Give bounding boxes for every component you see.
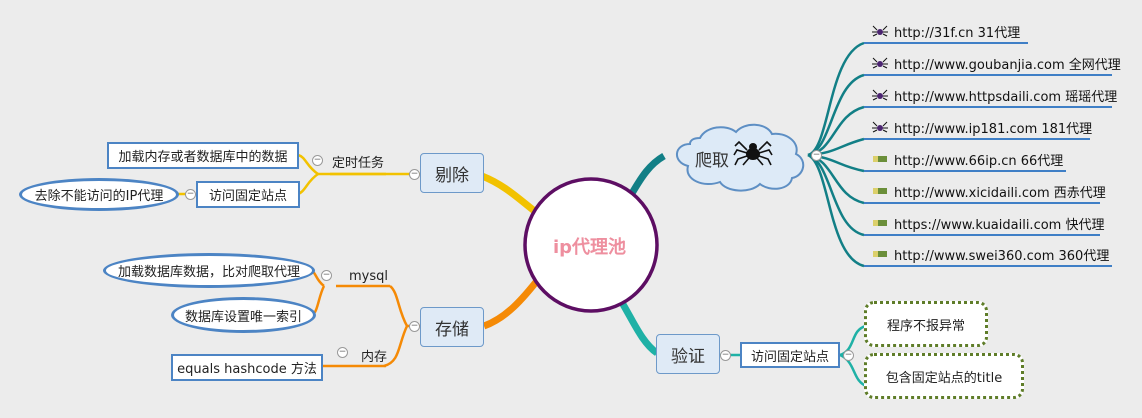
branch-remove-node[interactable]: 剔除 [420,153,484,193]
collapse-remove-icon[interactable]: − [409,169,420,180]
branch-store-connector [482,274,543,330]
branch-verify-label: 验证 [671,346,705,367]
flag-icon [873,156,887,162]
crawl-site-1[interactable]: http://31f.cn 31代理 [872,22,1020,41]
remove-sub2-child[interactable]: 去除不能访问的IP代理 [19,178,179,211]
remove-sub1-child[interactable]: 加载内存或者数据库中的数据 [107,142,299,169]
branch-store-node[interactable]: 存储 [420,307,484,347]
collapse-store-sub2-icon[interactable]: − [337,347,348,358]
collapse-verify-icon[interactable]: − [720,350,731,361]
collapse-store-icon[interactable]: − [409,321,420,332]
crawl-site-5[interactable]: http://www.66ip.cn 66代理 [872,150,1063,169]
verify-child-2[interactable]: 包含固定站点的title [864,353,1024,399]
remove-sub2-node[interactable]: 访问固定站点 [196,181,300,208]
spider-icon [872,57,888,69]
verify-sub-node[interactable]: 访问固定站点 [740,342,840,368]
crawl-site-3[interactable]: http://www.httpsdaili.com 瑶瑶代理 [872,86,1117,105]
spider-icon [733,140,773,166]
branch-verify-connector [615,294,660,356]
remove-sub1-label[interactable]: 定时任务 [332,156,385,171]
collapse-remove-sub1-icon[interactable]: − [312,155,323,166]
branch-remove-connector [480,172,540,216]
crawl-site-4[interactable]: http://www.ip181.com 181代理 [872,118,1092,137]
store-sub1-child-1[interactable]: 加载数据库数据，比对爬取代理 [103,253,315,288]
collapse-store-sub1-icon[interactable]: − [321,270,332,281]
branch-verify-node[interactable]: 验证 [656,334,720,374]
branch-remove-label: 剔除 [435,165,469,186]
branch-store-label: 存储 [435,319,469,340]
store-sub1-child-2[interactable]: 数据库设置唯一索引 [171,297,316,333]
flag-icon [873,188,887,194]
collapse-remove-sub2-icon[interactable]: − [185,189,196,200]
collapse-crawl-icon[interactable]: − [811,150,822,161]
crawl-site-2[interactable]: http://www.goubanjia.com 全网代理 [872,54,1121,73]
branch-crawl-connector [627,152,666,197]
spider-icon [872,25,888,37]
store-sub1-label[interactable]: mysql [349,269,388,284]
center-node-label[interactable]: ip代理池 [553,237,627,258]
collapse-verify-sub-icon[interactable]: − [843,350,854,361]
flag-icon [873,220,887,226]
store-sub2-child[interactable]: equals hashcode 方法 [171,354,323,381]
spider-icon [872,89,888,101]
crawl-site-7[interactable]: https://www.kuaidaili.com 快代理 [872,214,1104,233]
spider-icon [872,121,888,133]
verify-child-1[interactable]: 程序不报异常 [864,301,988,347]
crawl-site-6[interactable]: http://www.xicidaili.com 西赤代理 [872,182,1106,201]
branch-crawl-label[interactable]: 爬取 [695,151,729,171]
store-sub2-label[interactable]: 内存 [361,350,388,365]
center-node-circle [523,177,659,313]
crawl-site-8[interactable]: http://www.swei360.com 360代理 [872,245,1109,264]
flag-icon [873,251,887,257]
